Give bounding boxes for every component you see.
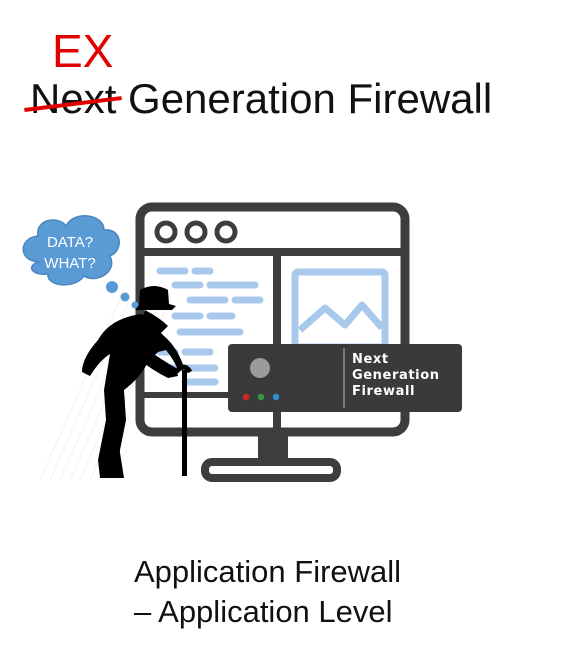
old-man-with-cane-icon: [82, 286, 193, 478]
correction-text: EX: [52, 25, 114, 77]
bubble-line-1: DATA?: [46, 234, 94, 251]
thought-bubble-icon: [22, 215, 139, 309]
title-rest: Generation Firewall: [116, 75, 493, 122]
image-placeholder-icon: [291, 268, 389, 351]
caption: Application Firewall – Application Level: [134, 552, 401, 632]
illustration: [22, 202, 462, 482]
device-label-line-1: Next: [352, 352, 389, 367]
page-title: Next Generation Firewall: [24, 75, 493, 122]
device-label: Next Generation Firewall: [352, 352, 440, 400]
thought-bubble-text: DATA? WHAT?: [30, 232, 110, 274]
device-label-line-3: Firewall: [352, 384, 416, 399]
caption-line-2: – Application Level: [134, 594, 393, 629]
monitor-icon: [135, 202, 410, 482]
bubble-line-2: WHAT?: [44, 255, 96, 272]
firewall-device-icon: [228, 344, 462, 412]
caption-line-1: Application Firewall: [134, 554, 402, 589]
device-label-line-2: Generation: [352, 368, 440, 383]
struck-word: Next: [24, 78, 123, 120]
